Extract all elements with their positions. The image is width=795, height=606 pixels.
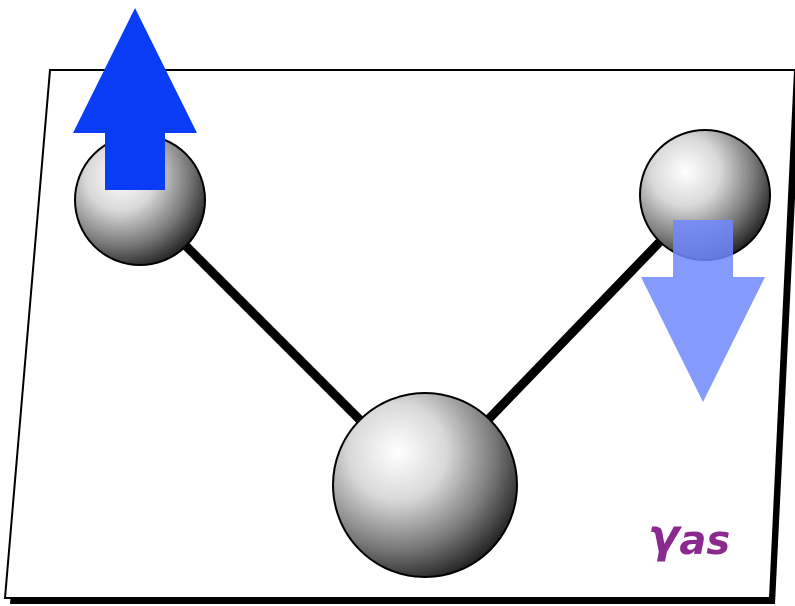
mode-label: γas	[648, 509, 730, 564]
mode-symbol: γ	[648, 509, 683, 563]
arrow-down-icon	[641, 220, 765, 402]
mode-subscript: as	[679, 518, 730, 564]
arrow-up-icon	[73, 8, 197, 190]
atoms	[74, 129, 771, 578]
central-atom	[332, 392, 518, 578]
displacement-arrows	[73, 8, 765, 402]
